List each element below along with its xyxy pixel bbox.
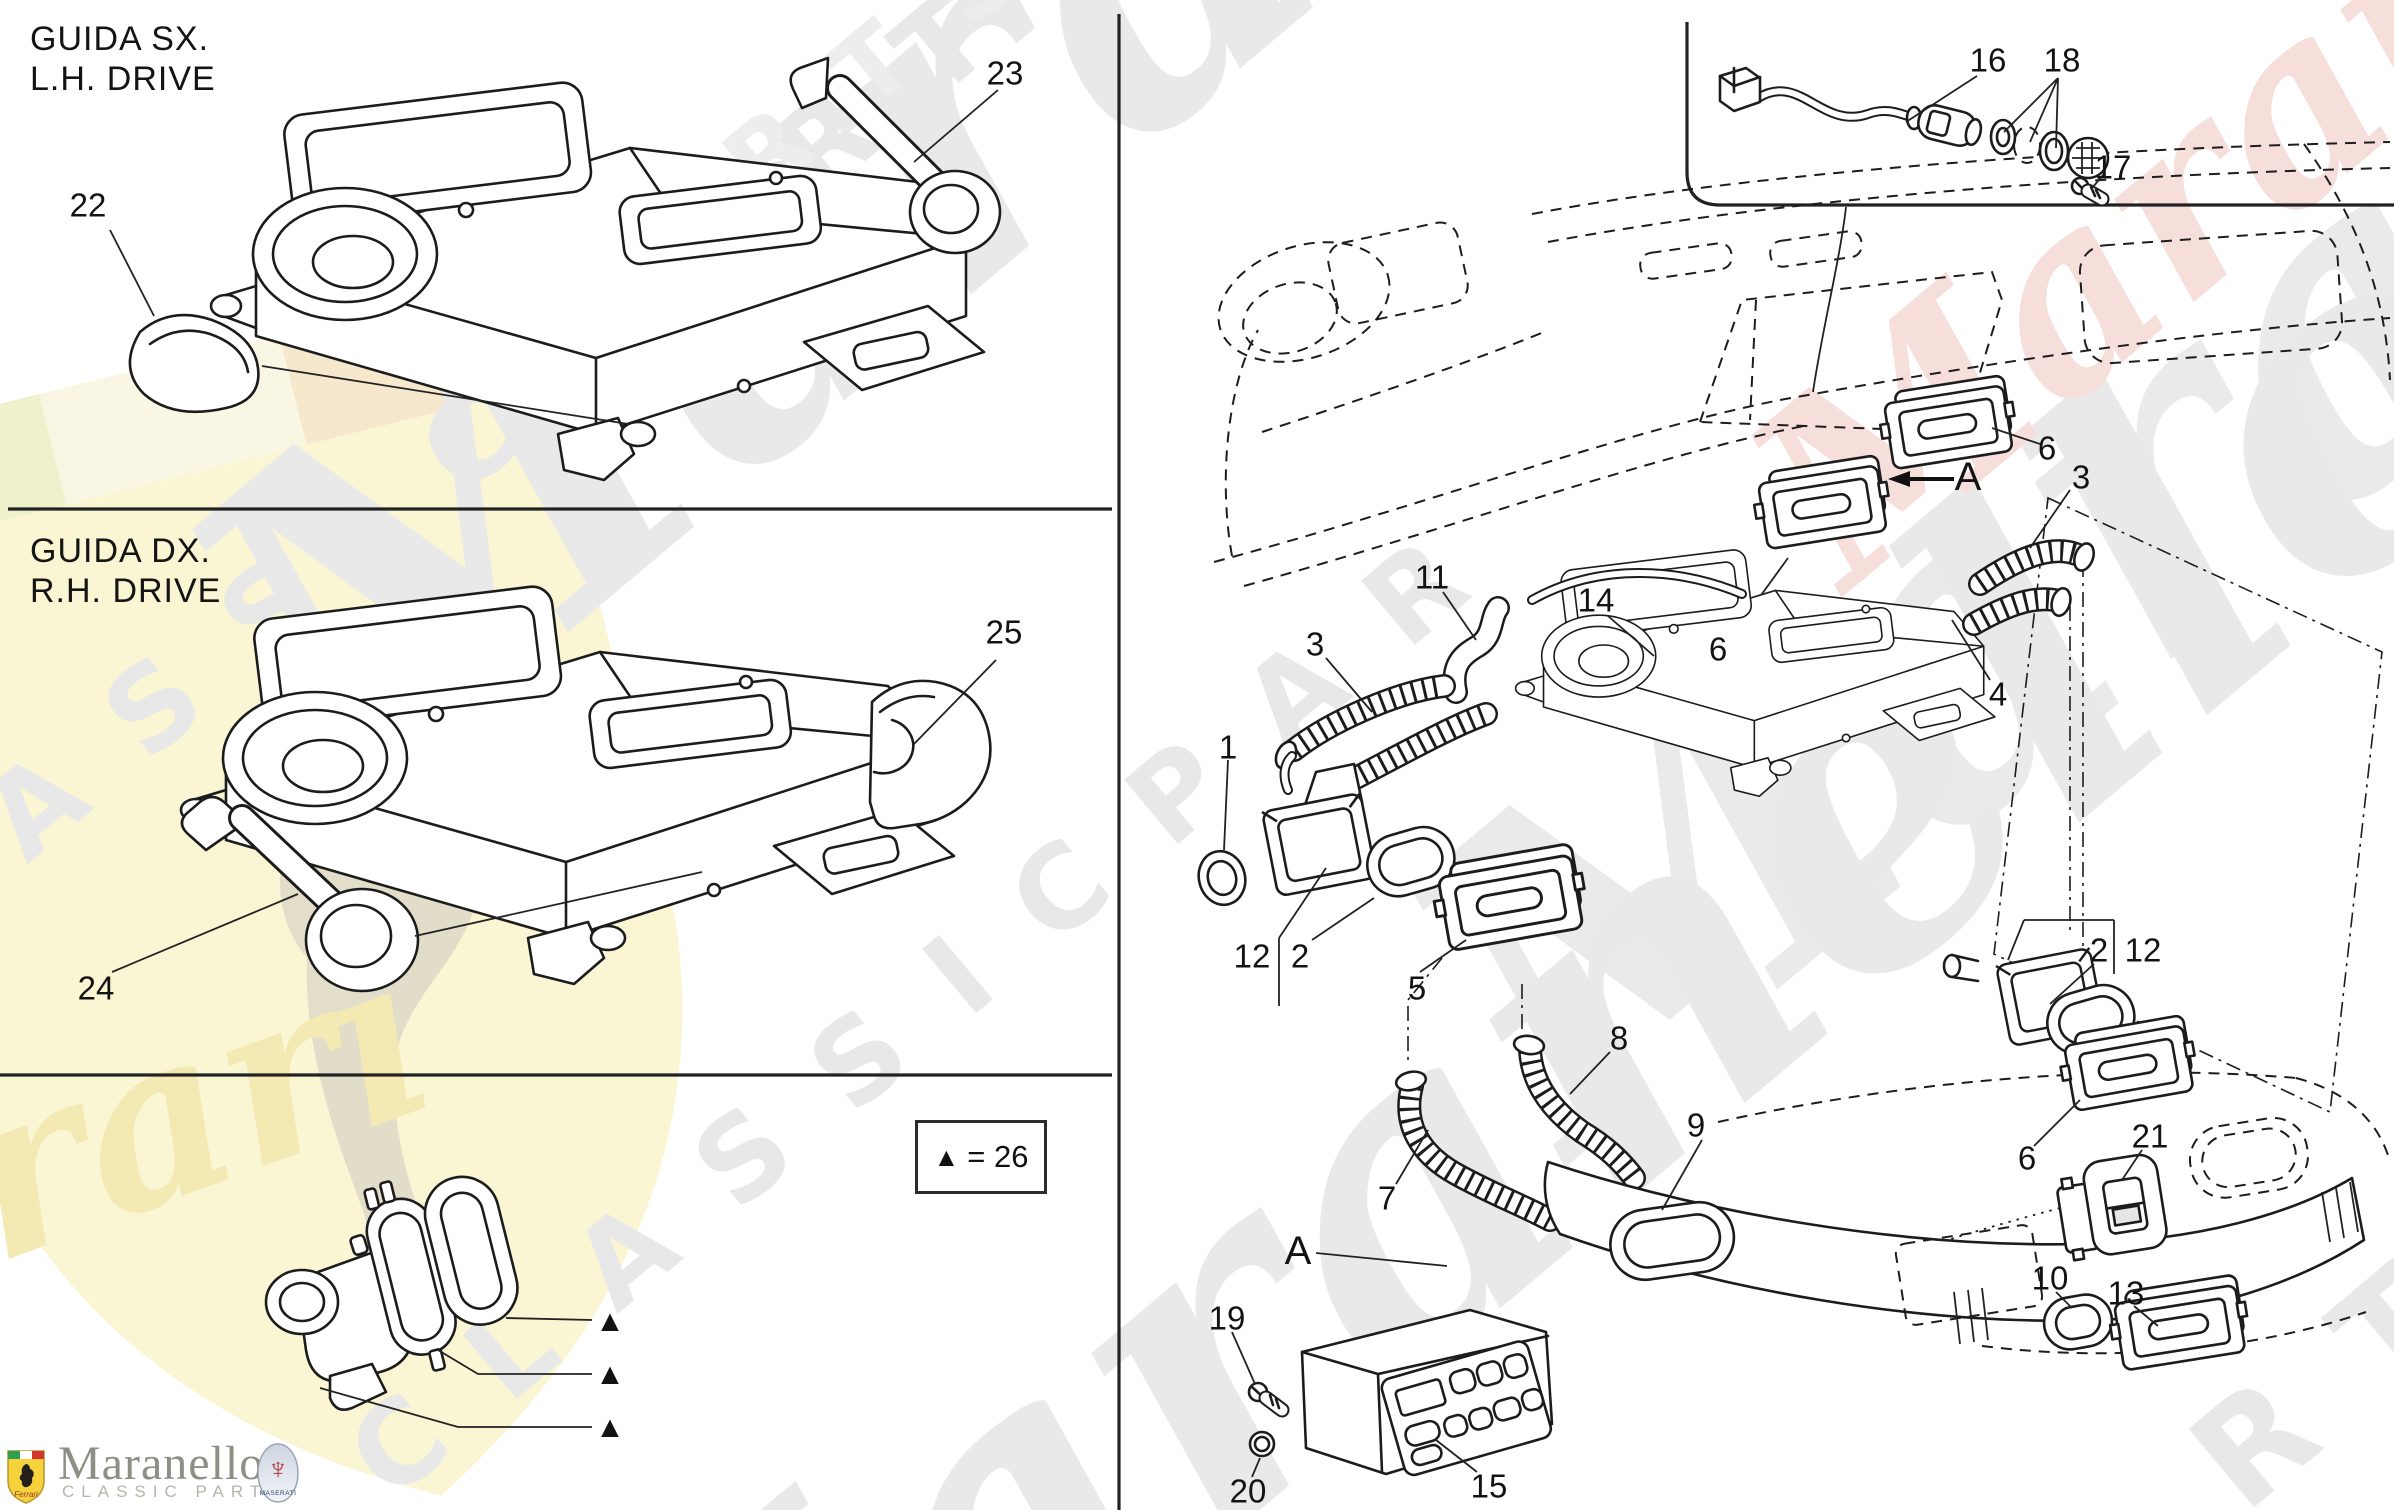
switch-21 xyxy=(2056,1153,2168,1262)
part-label-18: 18 xyxy=(2043,41,2081,79)
ferrari-badge: Ferrari xyxy=(7,1450,45,1504)
title-rh-drive: R.H. DRIVE xyxy=(30,572,222,610)
title-guida-dx: GUIDA DX. xyxy=(30,532,211,570)
vent-set-right xyxy=(1942,919,2254,1373)
title-lh-drive: L.H. DRIVE xyxy=(30,60,216,98)
part-label-A: A xyxy=(1284,1229,1312,1273)
part-label-14: 14 xyxy=(1577,581,1615,619)
rh-heater-drawing xyxy=(111,583,997,993)
part-label-24: 24 xyxy=(77,969,115,1007)
part-label-6: 6 xyxy=(2017,1139,2037,1177)
part-label-19: 19 xyxy=(1208,1299,1246,1337)
part-label-23: 23 xyxy=(986,54,1024,92)
part-label-2: 2 xyxy=(1290,937,1310,975)
part-label-21: 21 xyxy=(2131,1117,2169,1155)
vent-set-left xyxy=(1197,751,1593,1006)
part-label-25: 25 xyxy=(985,613,1023,651)
hose-3-right xyxy=(1980,541,2096,584)
part-label-6: 6 xyxy=(1708,630,1728,668)
maserati-text: MASERATI xyxy=(260,1490,297,1497)
part-label-4: 4 xyxy=(1988,675,2008,713)
alignment-lines xyxy=(1407,206,2383,1275)
climate-control-unit xyxy=(1231,1252,1554,1478)
part-label-13: 13 xyxy=(2107,1274,2145,1312)
ferrari-text: Ferrari xyxy=(14,1490,38,1499)
part-label-6: 6 xyxy=(2037,429,2057,467)
part-label-3: 3 xyxy=(2071,458,2091,496)
part-label-▲: ▲ xyxy=(595,1305,625,1338)
title-guida-sx: GUIDA SX. xyxy=(30,20,210,58)
part-label-3: 3 xyxy=(1305,625,1325,663)
part-label-▲: ▲ xyxy=(595,1411,625,1444)
gasket-10 xyxy=(2042,1293,2114,1351)
hose-7 xyxy=(1394,1070,1550,1220)
rh-crank-handle xyxy=(180,795,420,993)
screw-19 xyxy=(1247,1381,1290,1418)
part-label-20: 20 xyxy=(1229,1472,1267,1510)
brand-tagline: CLASSIC PARTS xyxy=(62,1482,286,1501)
part-label-▲: ▲ xyxy=(595,1358,625,1391)
legend-box: ▲ = 26 xyxy=(915,1120,1047,1194)
part-label-15: 15 xyxy=(1470,1467,1508,1505)
lh-heater-drawing xyxy=(109,56,1002,482)
part-label-5: 5 xyxy=(1407,969,1427,1007)
part-label-17: 17 xyxy=(2094,148,2132,186)
part-label-12: 12 xyxy=(2124,931,2162,969)
part-label-8: 8 xyxy=(1609,1019,1629,1057)
trident-icon: ♆ xyxy=(267,1453,290,1486)
part-label-16: 16 xyxy=(1969,41,2007,79)
view-a-arrow xyxy=(1888,471,1954,487)
screw-17 xyxy=(2070,176,2110,207)
maserati-badge: ♆ MASERATI xyxy=(257,1443,299,1503)
section-dividers xyxy=(0,14,2394,1510)
console-ducts xyxy=(1394,1034,2391,1355)
cigar-lighter-assembly xyxy=(1718,66,2110,207)
part-label-A: A xyxy=(1954,455,1982,499)
part-label-9: 9 xyxy=(1686,1106,1706,1144)
part-label-2: 2 xyxy=(2089,931,2109,969)
part-label-1: 1 xyxy=(1218,728,1238,766)
rh-cover-part xyxy=(868,679,992,830)
lh-crank-handle xyxy=(789,56,1002,255)
part-label-22: 22 xyxy=(69,186,107,224)
part-label-12: 12 xyxy=(1233,937,1271,975)
duct-9 xyxy=(1543,1160,2366,1322)
part-label-11: 11 xyxy=(1414,558,1450,596)
legend-text: = 26 xyxy=(967,1139,1029,1174)
triangle-icon: ▲ xyxy=(933,1141,960,1172)
hose-8 xyxy=(1512,1034,1634,1178)
part-label-7: 7 xyxy=(1377,1179,1397,1217)
thumbwheel-20 xyxy=(1248,1430,1276,1458)
hose-4-right xyxy=(1974,586,2072,624)
part-label-10: 10 xyxy=(2031,1259,2069,1297)
brand-name: Maranello xyxy=(58,1437,265,1490)
misc-parts-drawing xyxy=(264,1175,593,1428)
